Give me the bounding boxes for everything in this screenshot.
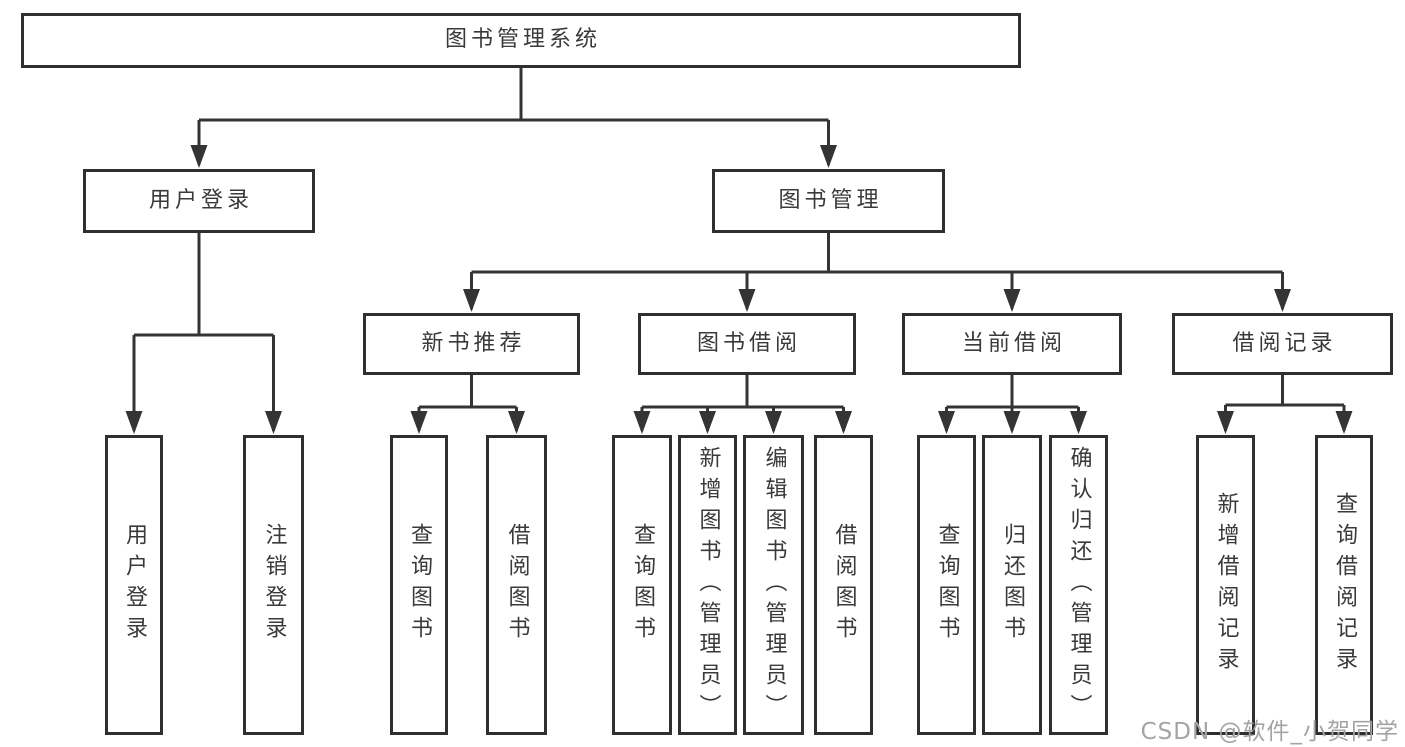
node-new-book-rec: 新书推荐 bbox=[363, 313, 580, 375]
node-leaf-user-login: 用户登录 bbox=[105, 435, 163, 735]
node-current-borrow: 当前借阅 bbox=[902, 313, 1122, 375]
node-book-borrow: 图书借阅 bbox=[638, 313, 856, 375]
node-label: 用户登录 bbox=[122, 523, 147, 647]
node-label: 查询借阅记录 bbox=[1332, 492, 1357, 678]
node-label: 注销登录 bbox=[261, 523, 287, 647]
node-label: 归还图书 bbox=[1000, 523, 1025, 647]
node-label: 借阅图书 bbox=[831, 523, 857, 647]
node-root: 图书管理系统 bbox=[21, 13, 1021, 68]
node-label: 查询图书 bbox=[630, 523, 655, 647]
node-leaf-borrow-book-1: 借阅图书 bbox=[486, 435, 547, 735]
node-label: 图书管理 bbox=[778, 187, 883, 213]
node-leaf-add-borrow-record: 新增借阅记录 bbox=[1196, 435, 1255, 735]
node-label: 借阅记录 bbox=[1232, 330, 1337, 356]
node-label: 图书管理系统 bbox=[444, 27, 601, 53]
node-leaf-borrow-book-2: 借阅图书 bbox=[814, 435, 873, 735]
node-label: 用户登录 bbox=[148, 187, 253, 213]
node-label: 图书借阅 bbox=[696, 330, 801, 356]
node-leaf-return-book: 归还图书 bbox=[982, 435, 1042, 735]
node-label: 确认归还（管理员） bbox=[1066, 445, 1092, 725]
node-leaf-edit-book: 编辑图书（管理员） bbox=[743, 435, 804, 735]
node-leaf-logout: 注销登录 bbox=[243, 435, 304, 735]
node-user-login: 用户登录 bbox=[83, 169, 315, 233]
node-label: 借阅图书 bbox=[504, 523, 530, 647]
node-label: 查询图书 bbox=[934, 523, 960, 647]
node-label: 新增借阅记录 bbox=[1213, 492, 1239, 678]
node-leaf-query-borrow-record: 查询借阅记录 bbox=[1315, 435, 1373, 735]
node-label: 查询图书 bbox=[407, 523, 432, 647]
watermark: CSDN @软件_小贺同学 bbox=[1140, 719, 1399, 745]
node-book-mgmt: 图书管理 bbox=[712, 169, 945, 233]
node-leaf-add-book: 新增图书（管理员） bbox=[678, 435, 737, 735]
node-leaf-confirm-return: 确认归还（管理员） bbox=[1049, 435, 1108, 735]
node-label: 编辑图书（管理员） bbox=[761, 445, 787, 725]
node-label: 新增图书（管理员） bbox=[695, 445, 721, 725]
node-leaf-query-book-1: 查询图书 bbox=[390, 435, 448, 735]
node-label: 新书推荐 bbox=[421, 330, 526, 356]
node-leaf-query-book-3: 查询图书 bbox=[917, 435, 976, 735]
node-borrow-records: 借阅记录 bbox=[1172, 313, 1393, 375]
node-leaf-query-book-2: 查询图书 bbox=[612, 435, 672, 735]
node-label: 当前借阅 bbox=[961, 330, 1066, 356]
